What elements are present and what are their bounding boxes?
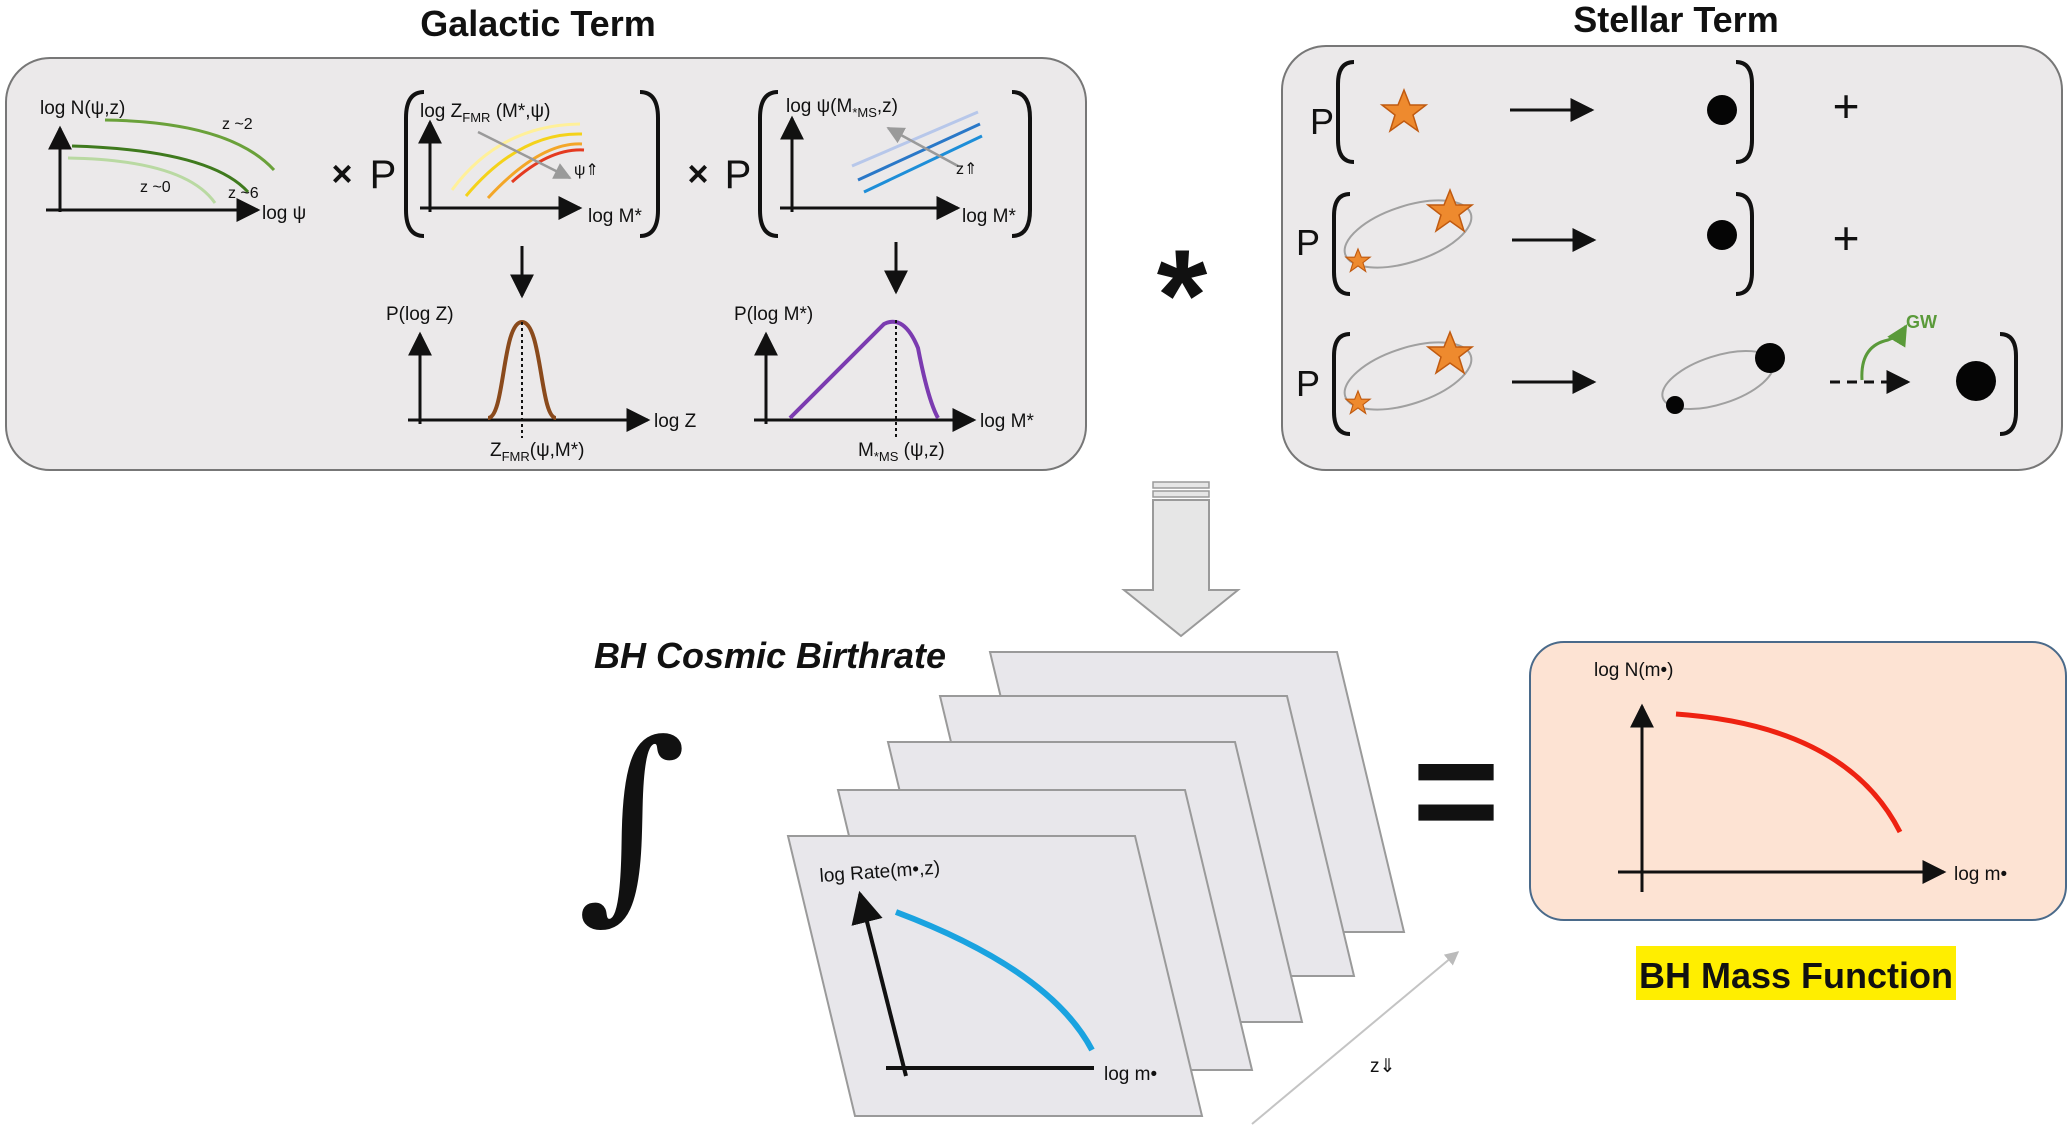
dist2-y-label: P(log M*) bbox=[734, 304, 813, 325]
plot1-y-label: log N(ψ,z) bbox=[40, 98, 125, 119]
ms-line-3 bbox=[863, 134, 983, 194]
binary-orbit-ellipse bbox=[1343, 341, 1473, 411]
bracket-left-2 bbox=[758, 90, 779, 238]
redshift-sheet-1 bbox=[786, 835, 1204, 1117]
rate-curve bbox=[894, 909, 1095, 1052]
flow-arrow-body bbox=[1121, 499, 1241, 638]
fmr-curve-1 bbox=[450, 122, 581, 191]
curve-z0 bbox=[67, 156, 217, 204]
curve-label-z6: z ~6 bbox=[228, 185, 259, 202]
fmr-curve-2 bbox=[464, 132, 583, 197]
stellar-row-binary-merger: P GW bbox=[1296, 312, 2018, 436]
bracket-right-1 bbox=[639, 90, 660, 238]
fmr-curve-3 bbox=[486, 142, 583, 200]
stellar-term-panel bbox=[1281, 45, 2063, 471]
stellar-term-title: Stellar Term bbox=[1573, 0, 1778, 40]
black-hole-icon bbox=[1755, 343, 1785, 373]
ms-trend-arrow bbox=[886, 126, 959, 168]
convolution-operator: * bbox=[1157, 222, 1208, 368]
curve-label-z2: z ~2 bbox=[222, 116, 253, 133]
row1-bracket-right bbox=[1735, 60, 1754, 164]
mass-function-title: BH Mass Function bbox=[1639, 955, 1953, 996]
dist1-x-label: log Z bbox=[654, 411, 697, 432]
mf-y-label: log N(m•) bbox=[1594, 660, 1674, 681]
row2-bracket-right bbox=[1735, 192, 1754, 296]
probability-p-2: P bbox=[725, 153, 752, 197]
black-hole-icon bbox=[1707, 220, 1737, 250]
mf-curve bbox=[1675, 711, 1903, 834]
mf-x-label: log m• bbox=[1954, 864, 2007, 885]
main-sequence-plot: z⇑ log ψ(M*MS,z) log M* bbox=[780, 96, 1016, 227]
curve-z6 bbox=[71, 144, 250, 194]
probability-p-1: P bbox=[370, 153, 397, 197]
integral-operator: ∫ bbox=[577, 697, 686, 942]
curve-label-z0: z ~0 bbox=[140, 179, 171, 196]
mass-function-title-highlight bbox=[1636, 946, 1956, 1000]
row3-bracket-right bbox=[1999, 332, 2018, 436]
row1-p: P bbox=[1310, 101, 1334, 142]
plot2-y-label: log ZFMR (M*,ψ) bbox=[420, 101, 550, 125]
fmr-trend-arrow bbox=[477, 130, 572, 180]
equals-operator: = bbox=[1412, 706, 1500, 874]
dist2-x-label: log M* bbox=[980, 411, 1034, 432]
fmr-trend-label: ψ⇑ bbox=[574, 162, 599, 179]
gw-label: GW bbox=[1906, 312, 1937, 332]
dist1-y-label: P(log Z) bbox=[386, 304, 454, 325]
galaxy-sfr-distribution-plot: log N(ψ,z) z ~2 z ~6 z ~0 log ψ bbox=[40, 98, 306, 224]
flow-down-arrow bbox=[1121, 481, 1241, 638]
row2-bracket-left bbox=[1332, 192, 1351, 296]
row3-p: P bbox=[1296, 363, 1320, 404]
mass-function-panel bbox=[1529, 641, 2067, 921]
stellar-mass-distribution-plot: P(log M*) log M* M*MS (ψ,z) bbox=[734, 304, 1034, 464]
stellar-row-binary-single: P + bbox=[1296, 189, 1860, 296]
dist2-peak-label: M*MS (ψ,z) bbox=[858, 440, 945, 464]
times-operator-1: × bbox=[331, 153, 352, 194]
flow-arrow-band-1 bbox=[1152, 481, 1210, 489]
plot3-y-label: log ψ(M*MS,z) bbox=[786, 96, 898, 120]
dist2-curve bbox=[788, 319, 940, 420]
ms-line-1 bbox=[851, 110, 979, 168]
redshift-direction-arrow bbox=[1251, 951, 1460, 1125]
galactic-term-title: Galactic Term bbox=[420, 3, 655, 44]
row1-bracket-left bbox=[1336, 60, 1355, 164]
black-hole-icon bbox=[1956, 361, 1996, 401]
fmr-plot: ψ⇑ log ZFMR (M*,ψ) log M* bbox=[418, 101, 642, 227]
stellar-row-single: P + bbox=[1310, 60, 1860, 164]
row2-plus: + bbox=[1833, 212, 1860, 264]
bracket-left-1 bbox=[404, 90, 425, 238]
binary-orbit-ellipse bbox=[1343, 199, 1473, 269]
flow-arrow-band-2 bbox=[1152, 490, 1210, 498]
times-operator-2: × bbox=[687, 153, 708, 194]
birthrate-title: BH Cosmic Birthrate bbox=[594, 635, 946, 676]
plot1-x-label: log ψ bbox=[262, 203, 306, 224]
mass-function-plot: log N(m•) log m• bbox=[1594, 660, 2007, 892]
gw-arrow bbox=[1860, 324, 1908, 381]
ms-line-2 bbox=[857, 122, 981, 182]
ms-trend-label: z⇑ bbox=[956, 161, 977, 178]
row1-plus: + bbox=[1833, 80, 1860, 132]
plot2-x-label: log M* bbox=[588, 206, 642, 227]
bracket-right-2 bbox=[1011, 90, 1032, 238]
redshift-direction-label: z⇓ bbox=[1370, 1056, 1395, 1077]
plot3-x-label: log M* bbox=[962, 206, 1016, 227]
rate-x-label: log m• bbox=[1104, 1064, 1157, 1085]
black-hole-icon bbox=[1666, 396, 1684, 414]
curve-z2 bbox=[104, 118, 276, 172]
fmr-curve-4 bbox=[511, 148, 585, 184]
metallicity-distribution-plot: P(log Z) log Z ZFMR(ψ,M*) bbox=[386, 304, 697, 464]
row2-p: P bbox=[1296, 222, 1320, 263]
dist1-peak-label: ZFMR(ψ,M*) bbox=[490, 440, 584, 464]
galactic-term-panel bbox=[5, 57, 1087, 471]
black-hole-icon bbox=[1707, 95, 1737, 125]
rate-y-axis bbox=[851, 890, 908, 1077]
row3-bracket-left bbox=[1332, 332, 1351, 436]
